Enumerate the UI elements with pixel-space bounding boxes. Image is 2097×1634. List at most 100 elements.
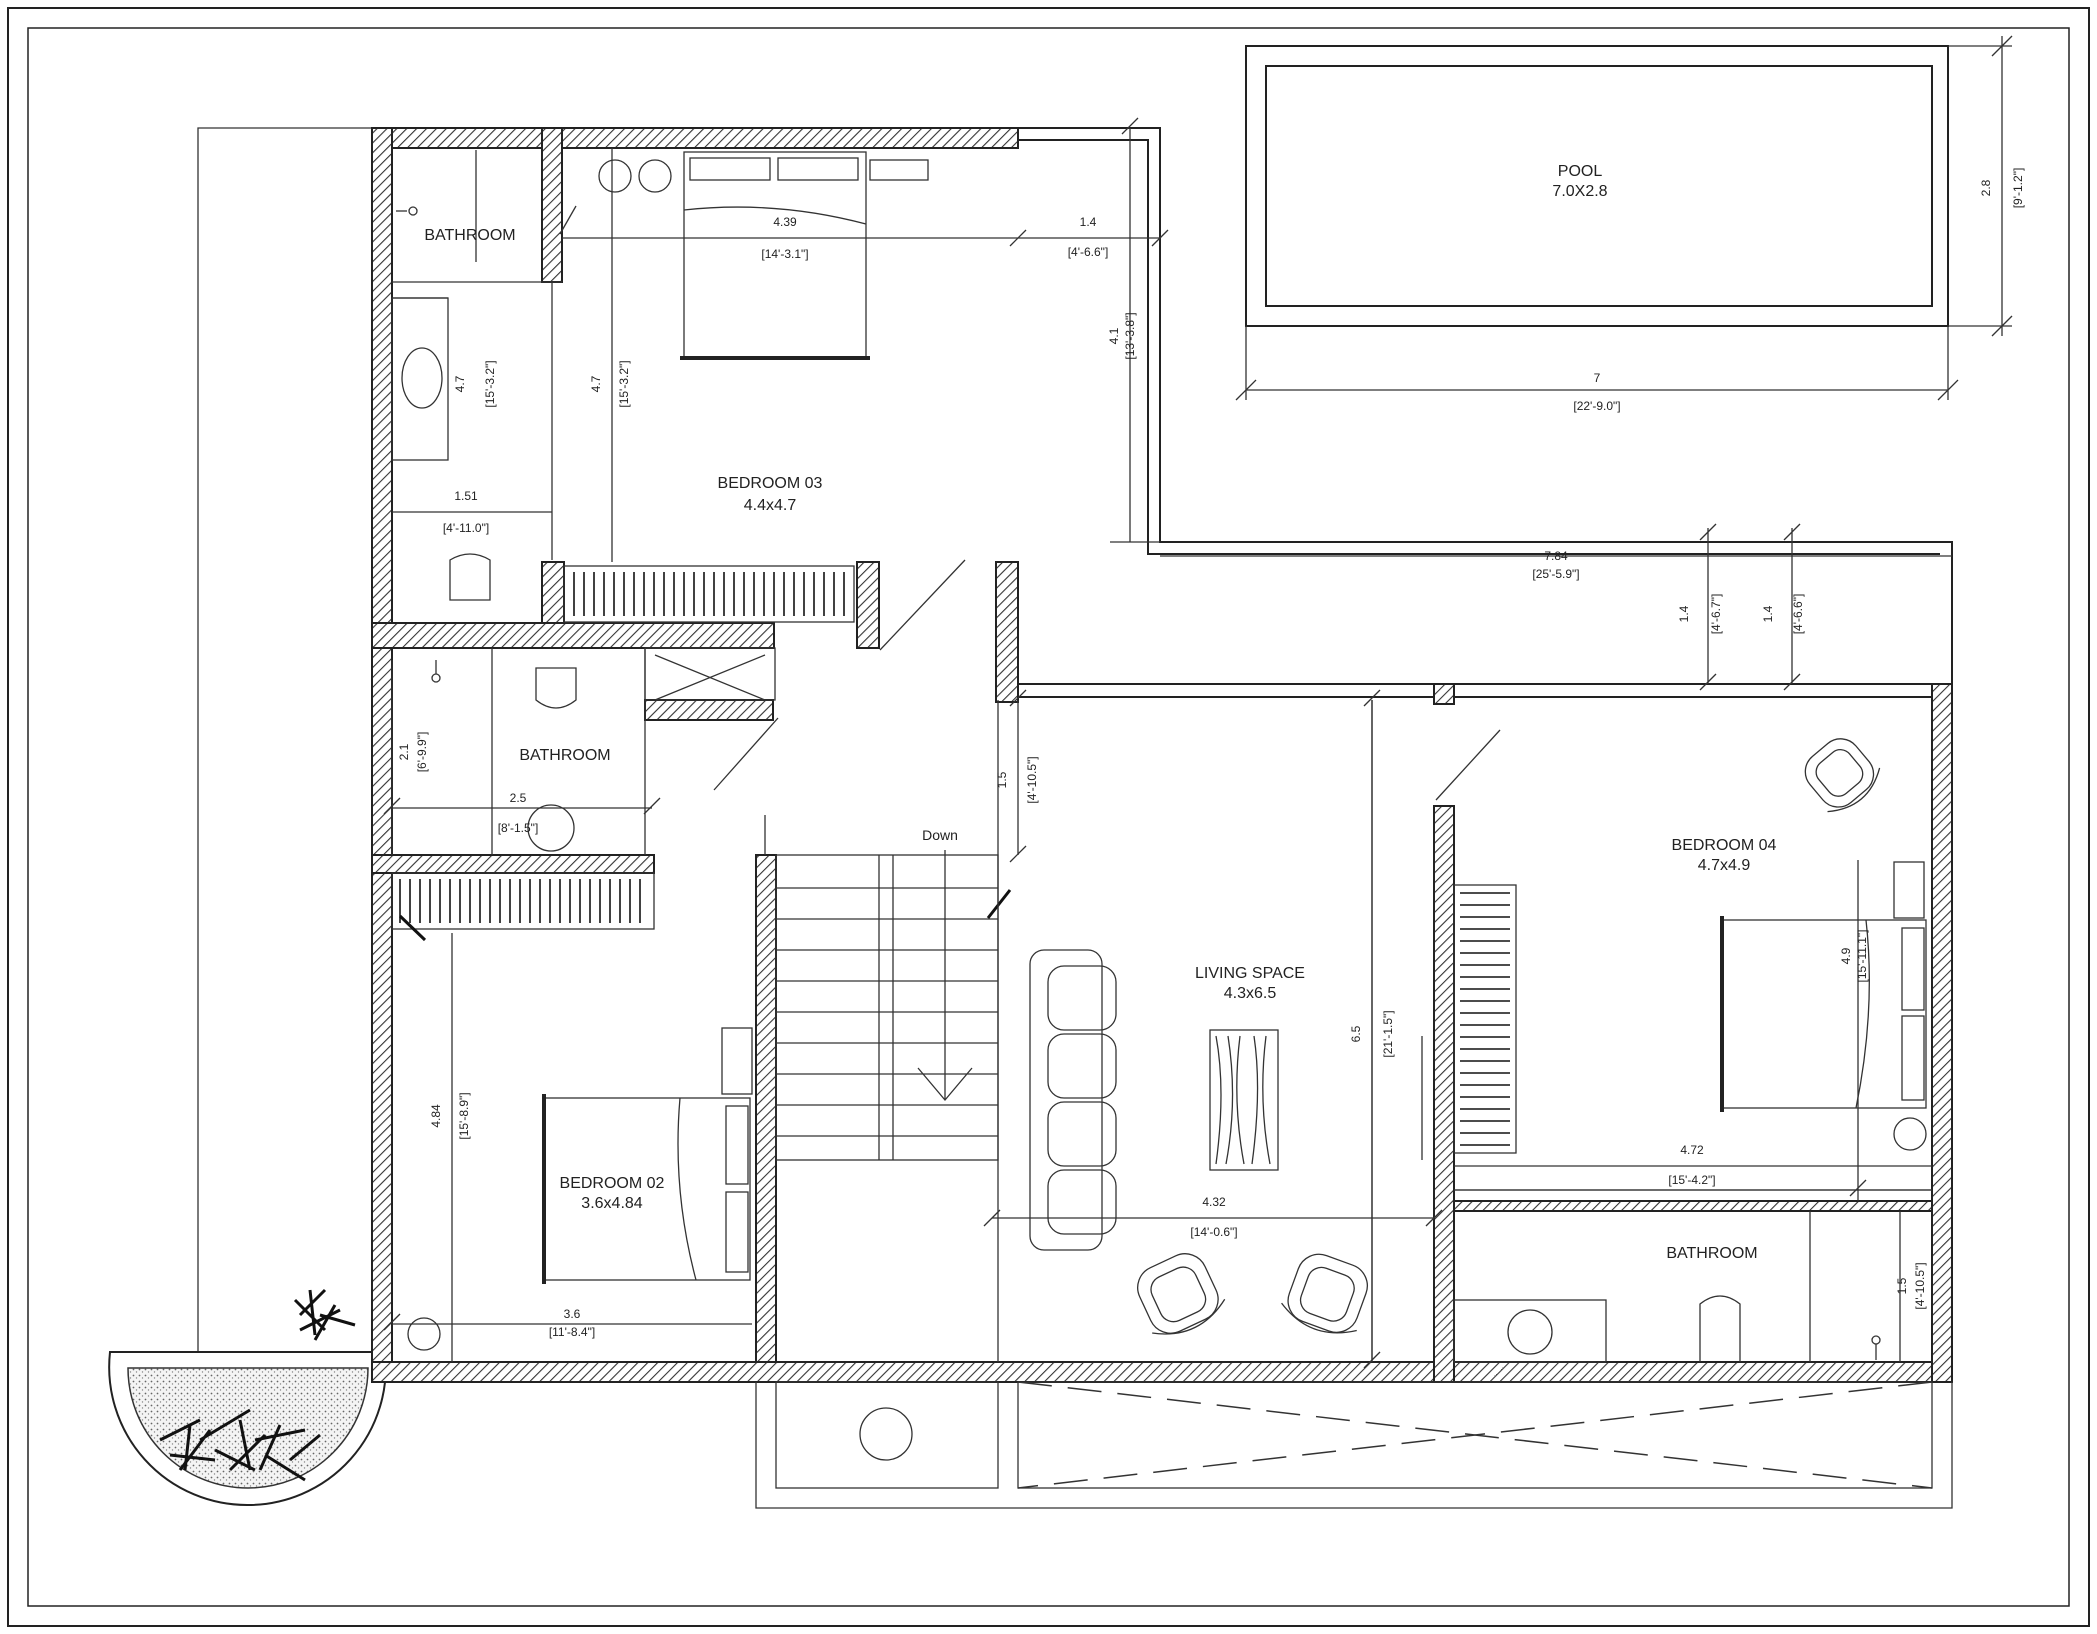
dim-bathroom-b-width-ft: [8'-1.5"] (498, 821, 539, 835)
dim-bedroom-03-width: 4.39 (773, 215, 797, 229)
dim-bedroom-02-height-ft: [15'-8.9"] (457, 1092, 471, 1139)
dim-corridor-width: 1.4 (1080, 215, 1097, 229)
stool-icon (638, 159, 672, 193)
living-furniture (1029, 700, 1423, 1362)
sink-icon (527, 804, 575, 852)
dim-bedroom-04-width: 4.72 (1680, 1143, 1704, 1157)
dim-bathroom-c-height: 1.5 (1895, 1277, 1909, 1294)
dim-terrace-height-2: 1.4 (1761, 605, 1775, 622)
dim-pool-height: 2.8 (1979, 179, 1993, 196)
room-name-bedroom-02: BEDROOM 02 (560, 1175, 665, 1192)
nightstand (1893, 861, 1925, 919)
plant-icon (159, 1408, 321, 1482)
room-name-bathroom-b: BATHROOM (519, 747, 610, 764)
dimension-labels: 7 [22'-9.0"] 2.8 [9'-1.2"] 4.39 [14'-3.1… (397, 168, 2025, 1339)
dim-hall-height-ft: [4'-10.5"] (1025, 756, 1039, 803)
dim-pool-width: 7 (1594, 371, 1601, 385)
coffee-table (1209, 1029, 1279, 1171)
bed-icon (542, 1094, 751, 1284)
room-size-bedroom-03: 4.4x4.7 (744, 497, 797, 514)
terrace-outline (1010, 127, 1953, 698)
doors (559, 205, 1501, 801)
shower-head-icon (431, 673, 441, 683)
nightstand (721, 1027, 753, 1095)
stool-icon (407, 1317, 441, 1351)
room-name-bedroom-04: BEDROOM 04 (1672, 837, 1777, 854)
dim-bedroom-02-width: 3.6 (564, 1307, 581, 1321)
toilet-icon (449, 553, 491, 601)
dim-pool-height-ft: [9'-1.2"] (2011, 168, 2025, 209)
dim-bedroom-03-height: 4.7 (589, 375, 603, 392)
dim-bedroom-02-height: 4.84 (429, 1104, 443, 1128)
pool (1245, 45, 1949, 327)
dim-corridor-height: 4.1 (1107, 327, 1121, 344)
dim-bathroom-a-width-ft: [4'-11.0"] (443, 521, 489, 535)
dim-bedroom-03-width-ft: [14'-3.1"] (761, 247, 808, 261)
bathroom-b-fixtures (391, 647, 776, 855)
outer-frame (7, 7, 2090, 1627)
dim-bedroom-04-height: 4.9 (1839, 947, 1853, 964)
dim-pool-width-ft: [22'-9.0"] (1573, 399, 1620, 413)
bedroom-02-furniture (407, 933, 753, 1362)
bottom-balcony (755, 1381, 1953, 1509)
stairs-direction-label: Down (922, 827, 958, 843)
dim-living-height: 6.5 (1349, 1025, 1363, 1042)
room-size-bedroom-02: 3.6x4.84 (581, 1195, 642, 1212)
armchair-icon (1281, 1253, 1368, 1334)
dim-bathroom-a-height: 4.7 (453, 375, 467, 392)
toilet-icon (1699, 1295, 1741, 1362)
sofa-icon (1029, 949, 1117, 1251)
bedroom-02-wardrobe (391, 872, 655, 942)
room-name-pool: POOL (1558, 163, 1603, 180)
bed-icon (1720, 916, 1927, 1112)
room-size-bedroom-04: 4.7x4.9 (1698, 857, 1751, 874)
dim-corridor-width-ft: [4'-6.6"] (1068, 245, 1109, 259)
dim-bedroom-04-height-ft: [15'-11.1"] (1855, 929, 1869, 982)
room-size-pool: 7.0X2.8 (1552, 183, 1607, 200)
staircase (764, 815, 1012, 1161)
bathroom-a-fixtures (391, 206, 562, 601)
stool-icon (1893, 1117, 1927, 1151)
arrow-down-icon (917, 1067, 973, 1102)
dim-bedroom-02-width-ft: [11'-8.4"] (549, 1325, 595, 1339)
shower-head-icon (408, 206, 418, 216)
dim-living-width: 4.32 (1202, 1195, 1226, 1209)
dim-living-width-ft: [14'-0.6"] (1190, 1225, 1237, 1239)
room-name-bathroom-a: BATHROOM (424, 227, 515, 244)
dim-terrace-width-ft: [25'-5.9"] (1532, 567, 1579, 581)
dim-terrace-width: 7.84 (1544, 549, 1568, 563)
dim-bathroom-a-height-ft: [15'-3.2"] (483, 360, 497, 407)
plant-icon (293, 1288, 356, 1341)
armchair-icon (1804, 738, 1881, 813)
room-labels: POOL 7.0X2.8 BEDROOM 03 4.4x4.7 BATHROOM… (424, 163, 1776, 1262)
dim-bathroom-b-height: 2.1 (397, 743, 411, 760)
dim-bedroom-03-height-ft: [15'-3.2"] (617, 360, 631, 407)
bed-icon (680, 151, 870, 360)
sink-icon (1507, 1309, 1553, 1355)
dim-living-height-ft: [21'-1.5"] (1381, 1010, 1395, 1057)
dim-bathroom-c-height-ft: [4'-10.5"] (1913, 1262, 1927, 1309)
dim-terrace-height-1: 1.4 (1677, 605, 1691, 622)
left-balcony-outline (197, 127, 372, 1352)
toilet-icon (535, 667, 577, 709)
bedroom-03-furniture (563, 151, 929, 623)
planter-pot-icon (859, 1407, 913, 1461)
dim-terrace-height-1-ft: [4'-6.7"] (1709, 594, 1723, 635)
shower-head-icon (1871, 1335, 1881, 1345)
room-name-bathroom-c: BATHROOM (1666, 1245, 1757, 1262)
planter (108, 1288, 387, 1507)
dim-bedroom-04-width-ft: [15'-4.2"] (1668, 1173, 1715, 1187)
bedroom-04-furniture (1453, 738, 1932, 1201)
dim-terrace-height-2-ft: [4'-6.6"] (1791, 594, 1805, 635)
room-size-living-space: 4.3x6.5 (1224, 985, 1277, 1002)
armchair-icon (1137, 1253, 1226, 1335)
dimension-lines (383, 117, 1952, 1369)
dim-bathroom-b-height-ft: [6'-9.9"] (415, 732, 429, 773)
dim-hall-height: 1.5 (995, 771, 1009, 788)
dim-bathroom-a-width: 1.51 (454, 489, 478, 503)
sink-icon (401, 347, 443, 409)
bathroom-c-fixtures (1453, 1211, 1881, 1363)
room-name-bedroom-03: BEDROOM 03 (718, 475, 823, 492)
inner-frame (27, 27, 2070, 1607)
